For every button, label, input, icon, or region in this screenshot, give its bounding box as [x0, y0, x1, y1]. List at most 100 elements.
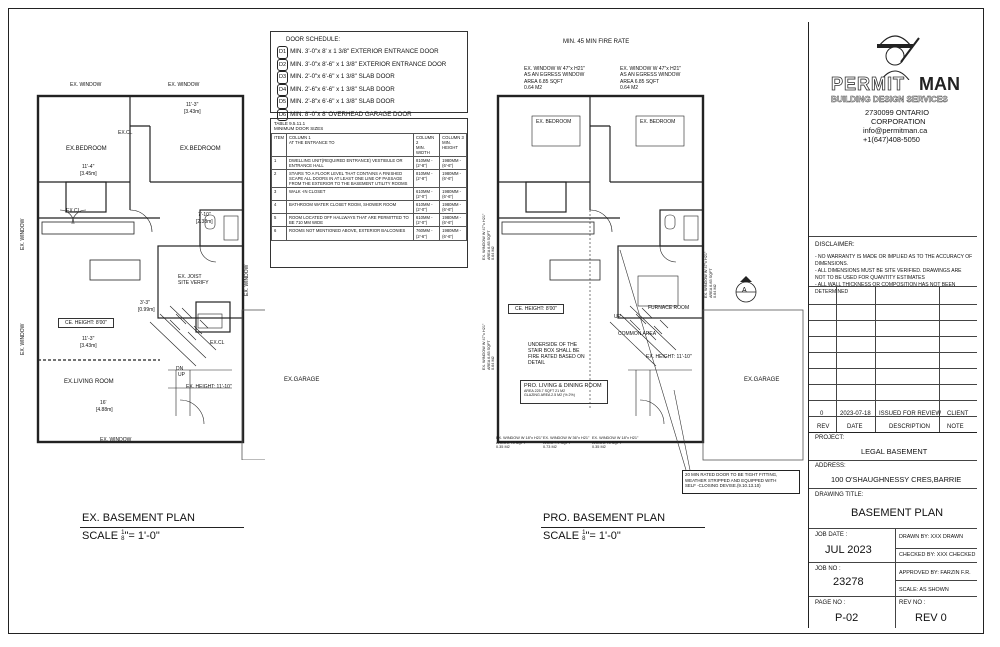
table-cell: 1980MM - (6'-6") [439, 226, 467, 241]
contact-email: info@permitman.ca [863, 126, 928, 135]
pro-bedroom-right-label: EX. BEDROOM [640, 119, 676, 125]
table-cell: 610MM - (2'-0") [412, 187, 441, 202]
door-tag: D4 [277, 83, 289, 96]
pro-basement-plan-drawing [496, 94, 804, 470]
dim-living-width-m: [3.43m] [80, 343, 97, 349]
dim-bath-width-m: [2.38m] [196, 219, 213, 225]
ex-closet-label-2: EX.CL [118, 130, 133, 136]
job-no-value: 23278 [833, 576, 864, 588]
drawing-title-label: DRAWING TITLE: [815, 492, 864, 498]
pro-garage-label: EX.GARAGE [744, 377, 780, 383]
door-tag: D6 [277, 108, 289, 121]
table-cell: 1980MM - (6'-6") [439, 187, 467, 202]
job-col-divider [895, 528, 896, 628]
table-cell: WALK -IN CLOSET [286, 187, 414, 202]
dim-bedroom-width: 11'-4" [82, 164, 95, 170]
pro-height-label: EX. HEIGHT: 11'-10" [646, 354, 692, 360]
rev-grid-r5 [809, 368, 977, 369]
egress-window-left-note: EX. WINDOW W 47"x H21" AS AN EGRESS WIND… [524, 66, 586, 91]
divider-job [809, 528, 977, 529]
door-rating-note: 20 MIN RATED DOOR TO BE TIGHT FITTING, W… [682, 470, 800, 494]
contact-phone: +1(647)408-5050 [863, 135, 920, 144]
egress-window-right-note: EX. WINDOW W 47"x H21" AS AN EGRESS WIND… [620, 66, 682, 91]
ex-closet-label: EX.CL [66, 208, 81, 214]
drawing-sheet [8, 8, 984, 634]
pro-window-right: EX. WINDOW W 47"x H21" AREA 6.85 SQFT 0.… [704, 251, 718, 298]
rev-col-2 [875, 286, 876, 432]
rev-header-desc: DESCRIPTION [889, 424, 931, 430]
checked-by: CHECKED BY: XXX CHECKED [899, 552, 976, 558]
door-tag: D5 [277, 96, 289, 109]
pro-stair-up: UP [614, 314, 621, 320]
divider-drawing-title [809, 488, 977, 489]
table-header-cell: COLUMN 3 MIN. HEIGHT [439, 132, 467, 158]
stair-underside-note: UNDERSIDE OF THE STAIR BOX SHALL BE FIRE… [528, 342, 585, 366]
project-label: PROJECT: [815, 435, 845, 441]
table-cell: 5 [270, 213, 288, 228]
door-tag: D2 [277, 58, 289, 71]
door-spec: MIN. 2'-6"x 6'-6" x 1 3/8" SLAB DOOR [290, 85, 395, 93]
drawn-by: DRAWN BY: XXX DRAWN [899, 534, 963, 540]
rev-no-label: REV NO : [899, 600, 926, 606]
pro-window-left-2: EX. WINDOW W 47"x H21" AREA 6.85 SQFT 0.… [482, 323, 496, 370]
ex-ceiling-height: CE. HEIGHT: 8'00" [58, 318, 114, 328]
pro-window-bottom-3: EX. WINDOW W 18"x H21" AREA 2.73 SQFT 0.… [592, 436, 639, 450]
rev-grid-r8 [809, 416, 977, 417]
table-cell: ROOMS NOT MENTIONED ABOVE, EXTERIOR BALC… [286, 226, 414, 241]
table-cell: 1980MM - (6'-6") [439, 156, 467, 171]
pro-scale-den: 8 [582, 536, 586, 543]
ex-window-left-label-1: EX. WINDOW [20, 218, 26, 250]
divider-disclaimer [809, 236, 977, 237]
divider-project [809, 432, 977, 433]
rev-grid-r3 [809, 336, 977, 337]
table-header-cell: COLUMN 1 AT THE ENTRANCE TO [286, 132, 414, 158]
ex-plan-title: EX. BASEMENT PLAN [82, 512, 195, 524]
rev-row-desc: ISSUED FOR REVIEW [879, 411, 942, 417]
table-cell: DWELLING UNIT(REQUIRED ENTRANCE) VESTIBU… [286, 156, 414, 171]
ex-stair-up: UP [178, 372, 185, 378]
corp-line-2: CORPORATION [871, 117, 926, 126]
ex-garage-label: EX.GARAGE [284, 377, 320, 383]
ex-joist-note: EX. JOIST SITE VERIFY [178, 274, 209, 286]
ex-scale-num: 1 [121, 530, 125, 537]
table-cell: 3 [270, 187, 288, 202]
pro-living-sub: AREA 225.7 SQFT 21 M2 GLAZING AREA 2.5 M… [524, 389, 575, 397]
ex-bedroom-label: EX.BEDROOM [66, 146, 107, 152]
table-cell: 610MM - (2'-0") [412, 213, 441, 228]
rev-grid-r2 [809, 320, 977, 321]
ex-height-label: EX. HEIGHT: 11'-10" [186, 384, 232, 390]
ex-window-top-label-2: EX. WINDOW [168, 82, 200, 88]
rev-grid-top [809, 286, 977, 287]
ex-window-top-label-1: EX. WINDOW [70, 82, 102, 88]
disclaimer-title: DISCLAIMER: [815, 241, 855, 248]
permitman-logo-icon [877, 35, 920, 80]
title-block: PERMIT MAN BUILDING DESIGN SERVICES 2730… [808, 22, 977, 628]
ex-window-bottom-label: EX. WINDOW [100, 437, 132, 443]
pro-living-box: PRO. LIVING & DINING ROOM AREA 225.7 SQF… [520, 380, 608, 404]
table-subtitle: MINIMUM DOOR SIZES [274, 126, 324, 131]
disclaimer-line-2: - ALL DIMENSIONS MUST BE SITE VERIFIED. … [815, 268, 962, 281]
pro-window-bottom-2: EX. WINDOW W 36"x H21" AREA 7.9 SQFT 0.7… [543, 436, 590, 450]
address-label: ADDRESS: [815, 463, 846, 469]
section-marker-shape [735, 276, 757, 303]
table-cell: 1 [270, 156, 288, 171]
ex-scale-suffix: "= 1'-0" [124, 530, 160, 542]
fire-rate-label: MIN. 45 MIN FIRE RATE [563, 39, 630, 45]
ex-basement-plan-drawing [36, 94, 265, 460]
scale-value: SCALE: AS SHOWN [899, 587, 949, 593]
door-schedule-title: DOOR SCHEDULE: [286, 37, 341, 43]
job-date-value: JUL 2023 [825, 544, 872, 556]
rev-col-3 [939, 286, 940, 432]
